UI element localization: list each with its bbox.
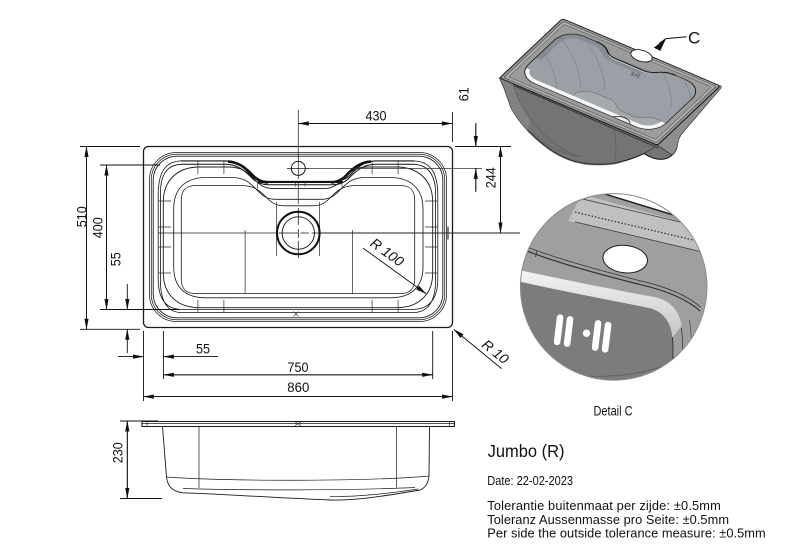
svg-text:R 10: R 10 [479,336,512,367]
svg-text:Jumbo (R): Jumbo (R) [488,441,565,461]
svg-text:Tolerantie buitenmaat per zijd: Tolerantie buitenmaat per zijde: ±0.5mm [487,498,721,513]
svg-text:244: 244 [483,167,499,188]
svg-text:55: 55 [196,341,210,357]
svg-text:Toleranz Aussenmasse pro Seite: Toleranz Aussenmasse pro Seite: ±0.5mm [487,512,729,527]
svg-text:55: 55 [108,252,124,266]
svg-text:Per side the outside tolerance: Per side the outside tolerance measure: … [487,525,765,540]
svg-text:860: 860 [287,379,309,395]
svg-text:R 100: R 100 [367,235,407,270]
svg-text:61: 61 [456,87,472,101]
svg-text:Date: 22-02-2023: Date: 22-02-2023 [487,473,573,488]
svg-text:3=0: 3=0 [629,71,640,80]
svg-text:C: C [688,29,700,48]
svg-text:230: 230 [110,442,126,463]
svg-text:750: 750 [288,359,309,375]
svg-text:510: 510 [74,206,90,227]
svg-text:400: 400 [90,217,106,238]
svg-text:430: 430 [366,108,387,124]
svg-text:Detail C: Detail C [594,403,633,419]
